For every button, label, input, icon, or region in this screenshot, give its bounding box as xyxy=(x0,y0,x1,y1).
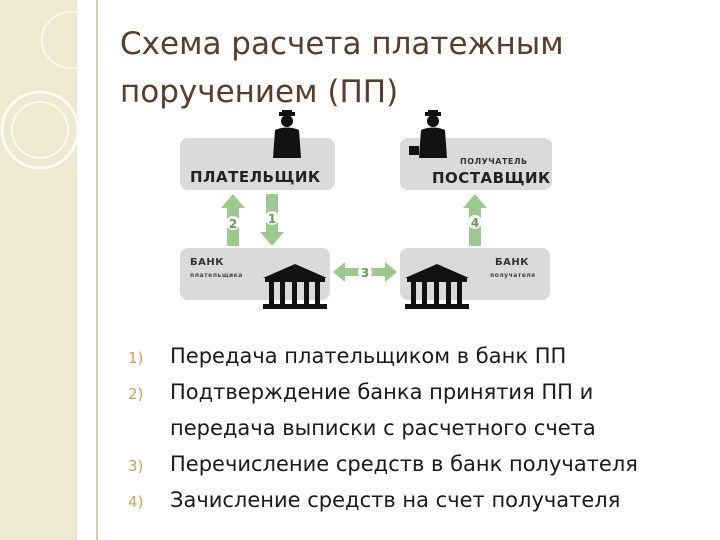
bank-building-icon xyxy=(405,264,469,309)
payer-box: ПЛАТЕЛЬЩИК xyxy=(180,138,335,190)
step-text: Подтверждение банка принятия ПП и переда… xyxy=(170,380,596,440)
steps-list: 1) Передача плательщиком в банк ПП 2) По… xyxy=(128,338,688,518)
step-number: 4) xyxy=(128,493,144,511)
arrow-number-4: 4 xyxy=(471,216,479,230)
arrow-number-1: 1 xyxy=(268,212,276,226)
supplier-role-label: ПОЛУЧАТЕЛЬ xyxy=(460,157,528,166)
arrow-number-3: 3 xyxy=(361,266,369,280)
bank-building-icon xyxy=(263,264,327,309)
payment-scheme-diagram: ПЛАТЕЛЬЩИК ПОЛУЧАТЕЛЬ ПОСТАВЩИК БАНК пла… xyxy=(175,110,555,310)
arrow-1-down: 1 xyxy=(260,194,284,246)
step-number: 2) xyxy=(128,385,144,403)
step-item: 3) Перечисление средств в банк получател… xyxy=(128,446,688,482)
step-item: 2) Подтверждение банка принятия ПП и пер… xyxy=(128,374,688,446)
arrow-3-right: 3 xyxy=(333,262,397,282)
supplier-label: ПОСТАВЩИК xyxy=(432,169,551,187)
step-item: 4) Зачисление средств на счет получателя xyxy=(128,482,688,518)
step-text: Перечисление средств в банк получателя xyxy=(170,452,638,476)
payer-label: ПЛАТЕЛЬЩИК xyxy=(190,168,321,186)
step-item: 1) Передача плательщиком в банк ПП xyxy=(128,338,688,374)
slide-title: Схема расчета платежным поручением (ПП) xyxy=(120,20,680,116)
title-line-2: поручением (ПП) xyxy=(120,74,399,110)
step-number: 3) xyxy=(128,457,144,475)
diagram-graphics: 2 1 3 4 xyxy=(221,110,487,309)
decorative-rings-icon xyxy=(0,11,99,170)
title-line-1: Схема расчета платежным xyxy=(120,26,564,62)
payer-bank-sub: плательщика xyxy=(190,272,243,279)
person-icon xyxy=(273,110,301,158)
arrow-2-up: 2 xyxy=(221,194,245,246)
payer-bank-label: БАНК xyxy=(190,257,224,268)
decorative-divider xyxy=(96,0,98,540)
decorative-sidebar xyxy=(0,0,77,540)
step-text: Передача плательщиком в банк ПП xyxy=(170,344,567,368)
arrow-number-2: 2 xyxy=(229,217,237,231)
step-number: 1) xyxy=(128,349,144,367)
step-text: Зачисление средств на счет получателя xyxy=(170,488,621,512)
supplier-bank-sub: получателя xyxy=(490,272,536,279)
person-icon xyxy=(409,110,447,158)
supplier-bank-label: БАНК xyxy=(495,257,529,268)
arrow-4-up: 4 xyxy=(463,194,487,246)
